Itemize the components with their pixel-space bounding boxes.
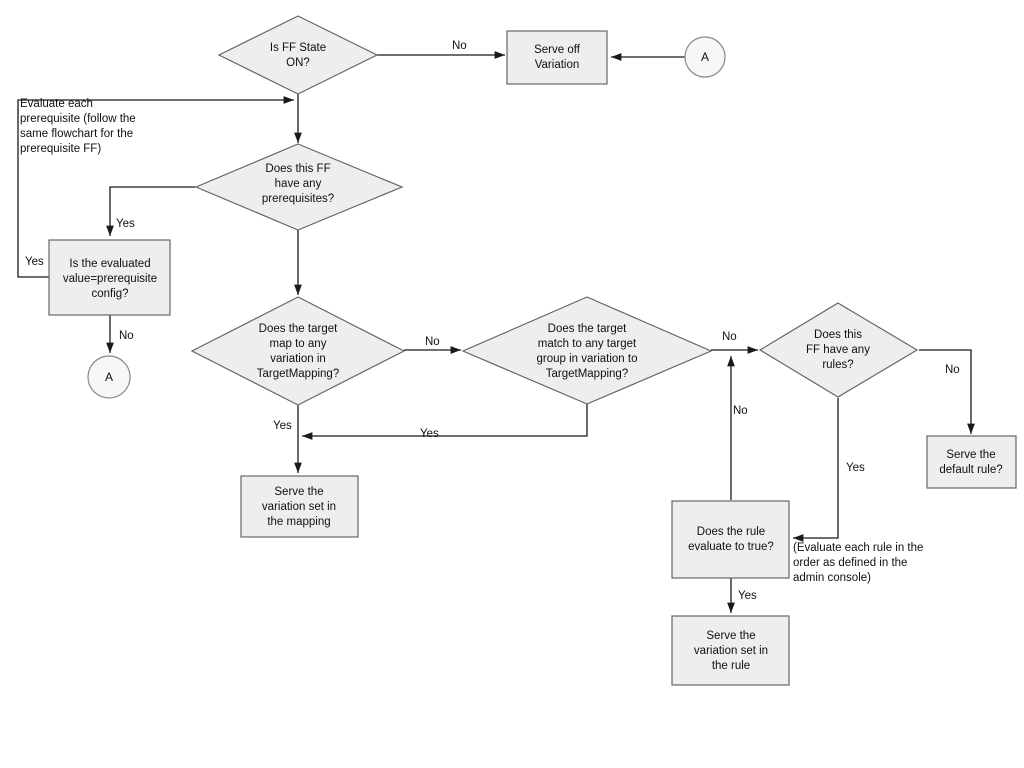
edge-label-ff-state-no: No [452,40,467,52]
node-serve-variation-mapping[interactable]: Serve the variation set in the mapping [240,475,359,538]
node-label-line: FF have any [806,344,870,356]
note-rule-order: (Evaluate each rule in the order as defi… [793,542,923,584]
connector-label: A [105,370,113,384]
edge-label-evaluated-yes: Yes [25,256,44,268]
node-label-line: TargetMapping? [546,368,628,380]
edge-label-rules-yes: Yes [846,462,865,474]
node-label-line: Is FF State [270,42,326,54]
node-label-line: Is the evaluated [69,258,150,270]
note-line: Evaluate each [20,98,93,110]
node-has-prerequisites[interactable]: Does this FF have any prerequisites? [194,143,404,231]
node-label-line: prerequisites? [262,193,334,205]
node-label-line: Does this FF [265,163,330,175]
node-label-line: match to any target [538,338,637,350]
node-label-line: Serve the [946,449,995,461]
node-label-line: the rule [712,660,750,672]
node-label-line: evaluate to true? [688,541,774,553]
note-prerequisite: Evaluate each prerequisite (follow the s… [20,98,136,155]
node-label-line: Serve the [274,486,323,498]
node-serve-variation-rule[interactable]: Serve the variation set in the rule [671,615,790,686]
edge-rules-yes [793,398,839,542]
node-label-line: config? [91,288,128,300]
connector-label: A [701,50,709,64]
edge-layer [17,51,975,613]
node-label-line: the mapping [267,516,330,528]
node-label-line: have any [275,178,322,190]
node-label-line: Variation [535,59,580,71]
node-label-line: variation in [270,353,326,365]
edge-prereq-yes [106,186,196,236]
note-line: (Evaluate each rule in the [793,542,923,554]
node-label-line: Does the target [259,323,338,335]
node-label-line: ON? [286,57,310,69]
node-serve-default-rule[interactable]: Serve the default rule? [926,435,1017,489]
node-label-line: group in variation to [536,353,637,365]
node-target-match-group[interactable]: Does the target match to any target grou… [461,296,713,405]
note-line: prerequisite (follow the [20,113,136,125]
node-label-line: rules? [822,359,853,371]
edge-label-rule-true-yes: Yes [738,590,757,602]
note-line: admin console) [793,572,871,584]
edge-label-targetgroup-yes: Yes [420,428,439,440]
edge-label-prereq-yes: Yes [116,218,135,230]
note-line: order as defined in the [793,557,907,569]
edge-evaluated-yes-loop [17,96,294,278]
node-evaluated-value-equals-prerequisite[interactable]: Is the evaluated value=prerequisite conf… [48,239,171,316]
node-label-line: Does the target [548,323,627,335]
node-label-line: default rule? [939,464,1002,476]
edge-label-targetgroup-no: No [722,331,737,343]
note-line: same flowchart for the [20,128,133,140]
node-label-line: Does the rule [697,526,765,538]
node-serve-off-variation[interactable]: Serve off Variation [506,30,608,85]
edge-label-targetmap-yes: Yes [273,420,292,432]
node-label-line: Serve the [706,630,755,642]
node-has-rules[interactable]: Does this FF have any rules? [758,302,919,398]
node-label-line: variation set in [694,645,768,657]
edge-label-rule-false-no: No [733,405,748,417]
connector-a-bottom[interactable]: A [87,355,131,399]
note-line: prerequisite FF) [20,143,101,155]
node-label-line: map to any [270,338,327,350]
node-label-line: variation set in [262,501,336,513]
node-is-ff-state-on[interactable]: Is FF State ON? [217,15,379,95]
node-label-line: TargetMapping? [257,368,339,380]
node-label-line: Serve off [534,44,581,56]
edge-label-rules-no: No [945,364,960,376]
node-target-map-to-variation[interactable]: Does the target map to any variation in … [190,296,406,406]
node-label-line: value=prerequisite [63,273,157,285]
edge-label-targetmap-no: No [425,336,440,348]
node-rule-evaluate-true[interactable]: Does the rule evaluate to true? [671,500,790,579]
edge-rules-no [919,349,975,434]
connector-a-top[interactable]: A [684,36,726,78]
edge-label-layer: No Yes Yes No No Yes Yes No No No Yes Ye… [25,40,960,602]
node-label-line: Does this [814,329,862,341]
edge-targetgroup-yes [302,403,588,440]
edge-label-evaluated-no: No [119,330,134,342]
